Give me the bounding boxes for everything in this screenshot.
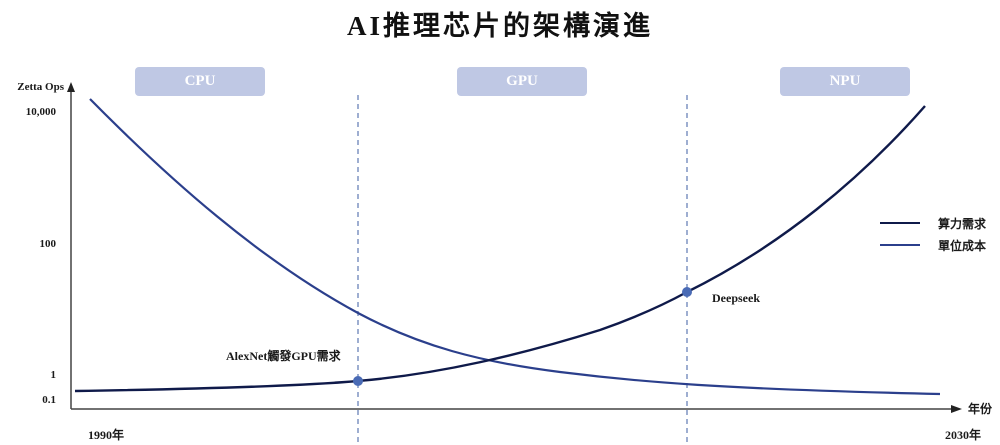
marker-deepseek [682,287,692,297]
legend: 算力需求 單位成本 [880,212,986,256]
era-label-cpu: CPU [135,67,265,96]
x-axis-arrow-icon [951,405,962,413]
y-axis-title: Zetta Ops [17,81,64,93]
legend-item-demand: 算力需求 [880,212,986,234]
legend-swatch-demand [880,221,920,225]
series-compute-demand-line [74,105,926,393]
era-label-gpu: GPU [457,67,587,96]
legend-label-cost: 單位成本 [938,238,987,253]
annotation-alexnet: AlexNet觸發GPU需求 [226,349,341,363]
x-axis-title: 年份 [968,402,993,416]
era-label-npu: NPU [780,67,910,96]
annotation-deepseek: Deepseek [712,291,760,305]
y-axis-arrow-icon [67,82,75,92]
legend-item-cost: 單位成本 [880,234,986,256]
series-unit-cost-line [89,98,941,396]
y-tick-10000: 10,000 [25,106,56,118]
x-tick-start: 1990年 [88,428,125,442]
marker-alexnet [353,376,363,386]
chart-title: AI推理芯片的架構演進 [346,11,653,41]
x-tick-end: 2030年 [945,428,982,442]
y-tick-1: 1 [50,369,57,381]
legend-swatch-cost [880,244,920,246]
y-tick-0-1: 0.1 [42,394,56,406]
y-tick-100: 100 [39,238,57,250]
legend-label-demand: 算力需求 [938,216,987,231]
